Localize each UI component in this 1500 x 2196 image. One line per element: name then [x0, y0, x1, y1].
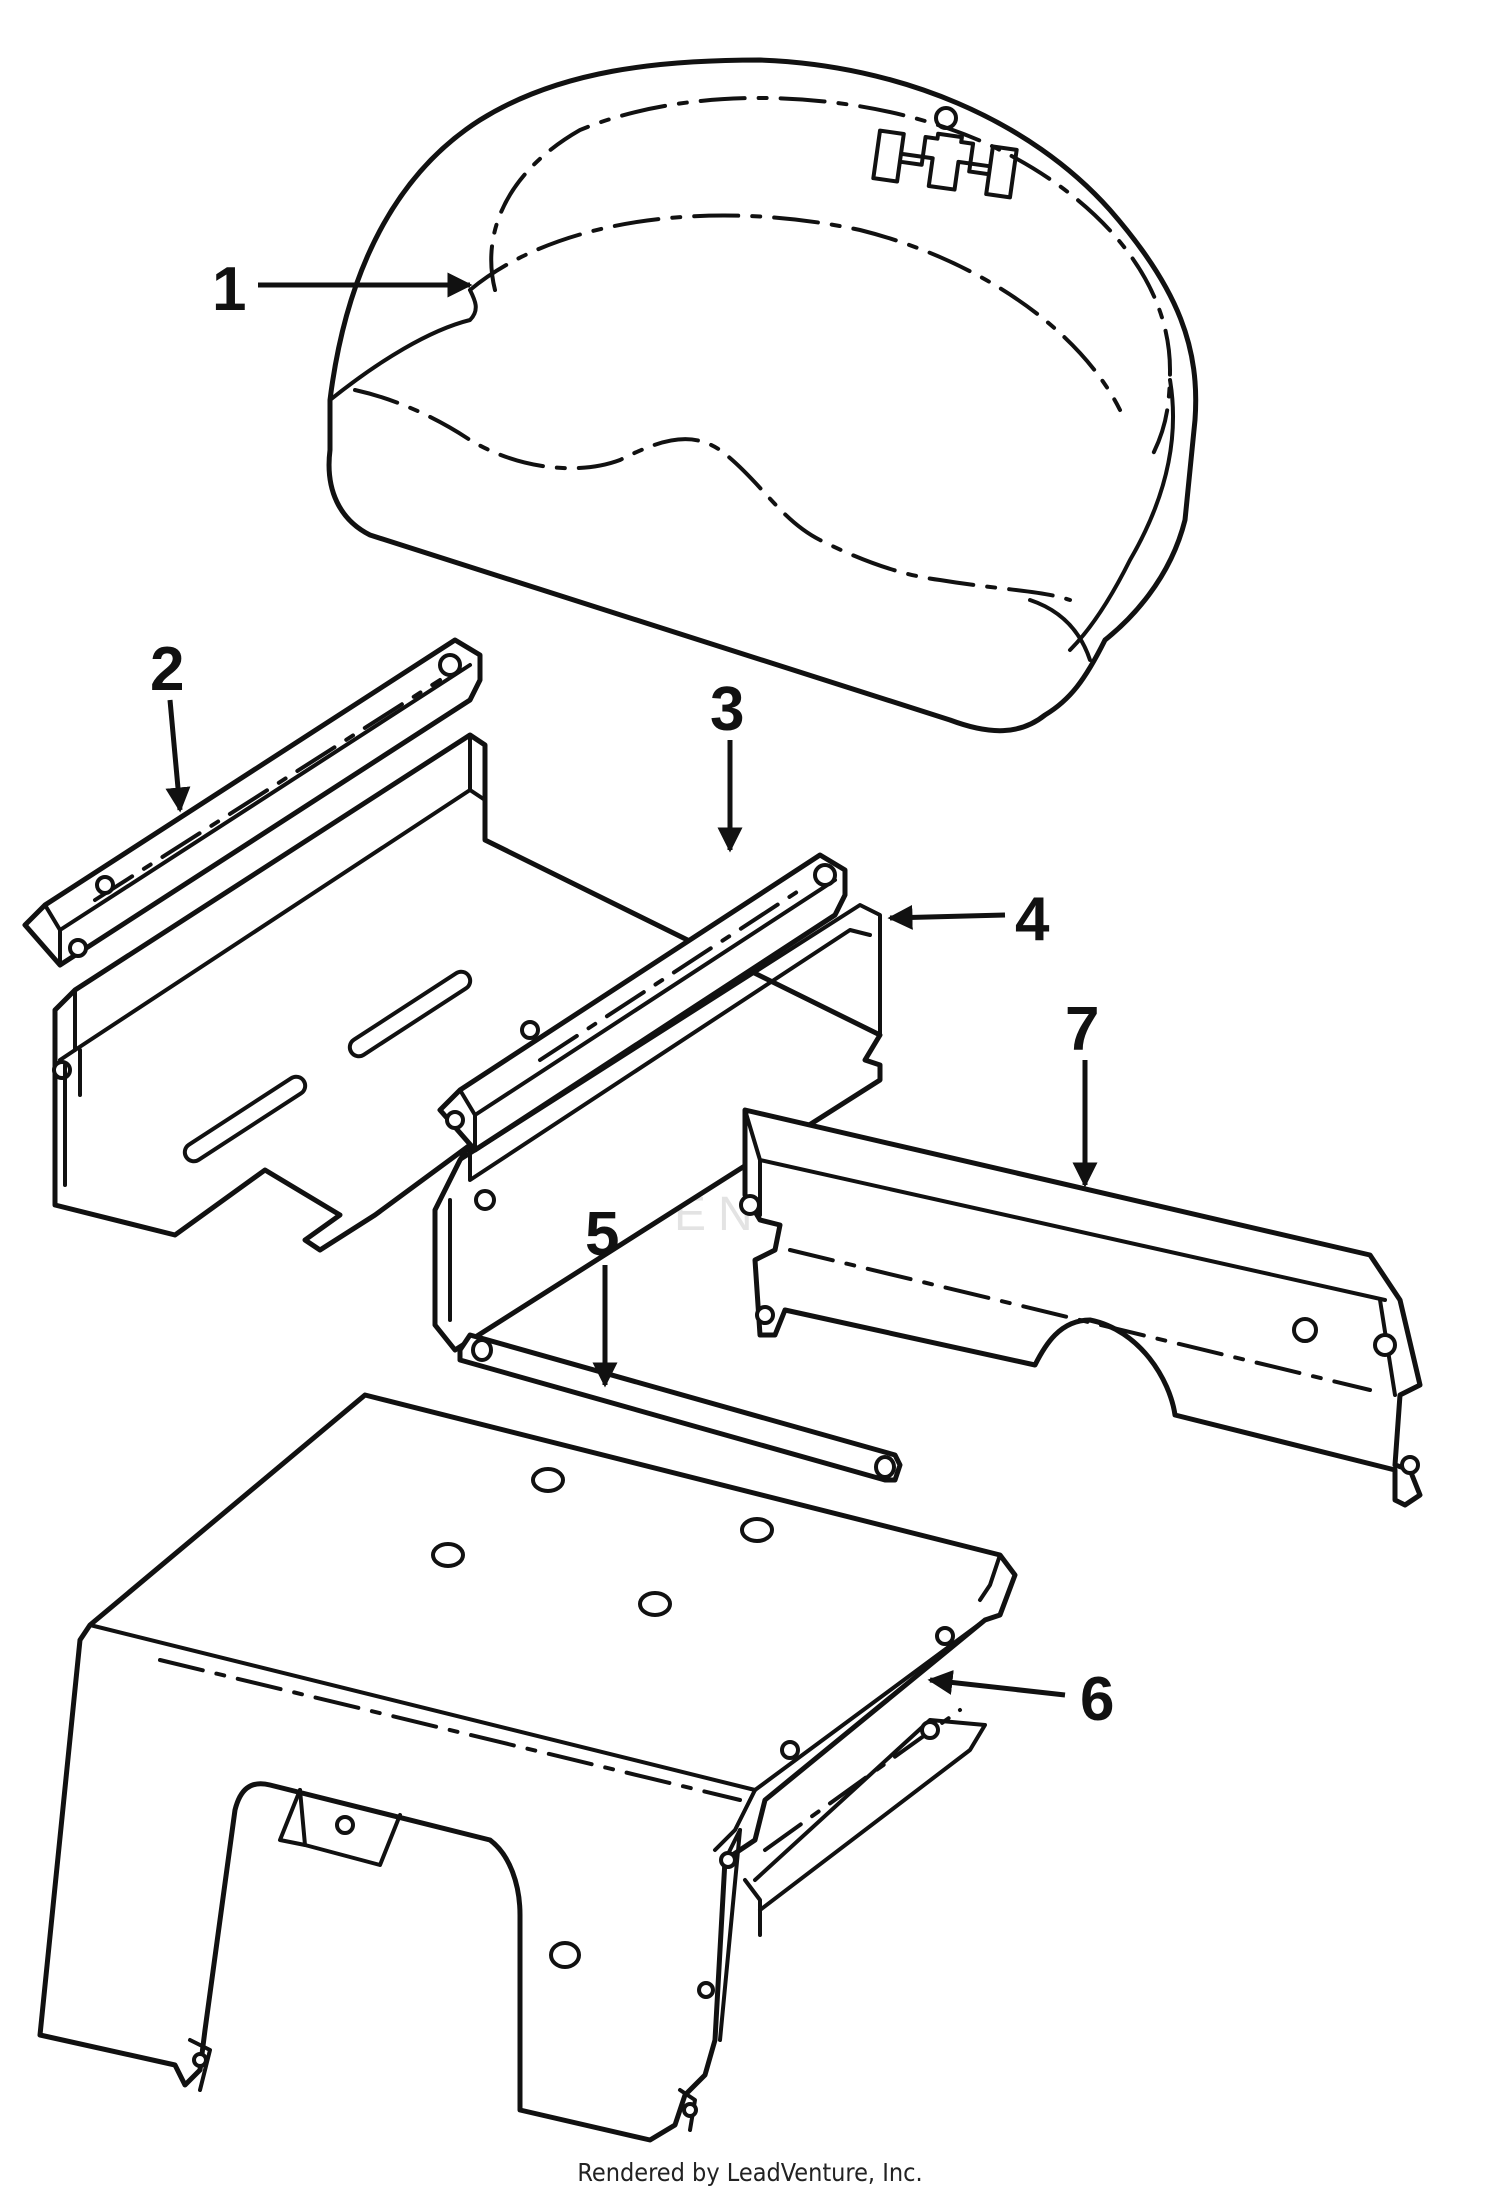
plate-hole — [531, 1467, 565, 1493]
part-1-seat — [326, 57, 1199, 734]
plate-hole — [697, 1981, 715, 1999]
rail-hole — [95, 875, 115, 895]
callout-4: 4 — [1015, 885, 1050, 954]
callout-7: 7 — [1065, 995, 1099, 1064]
callout-1: 1 — [212, 255, 246, 324]
rod-end — [471, 1338, 493, 1362]
pan-slot — [182, 1074, 308, 1164]
plate-hole — [935, 1626, 955, 1646]
leader-lines — [165, 272, 1098, 1698]
leader-4 — [887, 904, 1006, 930]
callout-labels: 1 2 3 4 5 6 7 — [150, 255, 1114, 1734]
rod-end — [874, 1455, 896, 1479]
part-7-bracket — [739, 1107, 1423, 1508]
rail-hole — [813, 863, 837, 887]
part-5-rod — [457, 1332, 903, 1483]
part-2-rail — [22, 637, 483, 968]
plate-hole — [682, 2102, 698, 2118]
plate-hole — [719, 1851, 737, 1869]
part-4-seat-pan — [52, 732, 883, 1353]
part-6-mounting-plate — [37, 1392, 1018, 2143]
callout-5: 5 — [585, 1200, 619, 1269]
callout-3: 3 — [710, 675, 744, 744]
bracket-hole — [1292, 1317, 1318, 1343]
rendered-by-footer: Rendered by LeadVenture, Inc. — [577, 2158, 923, 2187]
plate-hole — [780, 1740, 800, 1760]
rail-hole — [68, 938, 88, 958]
plate-hole — [740, 1517, 774, 1543]
pan-hole — [52, 1060, 72, 1080]
bracket-hole — [1400, 1455, 1420, 1475]
plate-hole — [920, 1720, 940, 1740]
bracket-hole — [739, 1194, 761, 1216]
leader-6 — [927, 1670, 1066, 1698]
plate-hole — [192, 2052, 208, 2068]
callout-2: 2 — [150, 635, 184, 704]
rail-hole — [438, 653, 462, 677]
plate-hole — [549, 1941, 581, 1969]
bracket-hole — [1373, 1333, 1397, 1357]
rail-hole — [520, 1020, 540, 1040]
bracket-hole — [755, 1305, 775, 1325]
plate-hole — [431, 1542, 465, 1568]
leader-2 — [165, 699, 191, 813]
plate-hole — [638, 1591, 672, 1617]
pan-slot — [347, 969, 473, 1059]
part-3-rail — [437, 852, 848, 1153]
pan-hole — [474, 1189, 496, 1211]
rail-hole — [445, 1110, 465, 1130]
callout-6: 6 — [1080, 1665, 1114, 1734]
ih-logo-icon — [871, 106, 1019, 200]
plate-hole — [335, 1815, 355, 1835]
